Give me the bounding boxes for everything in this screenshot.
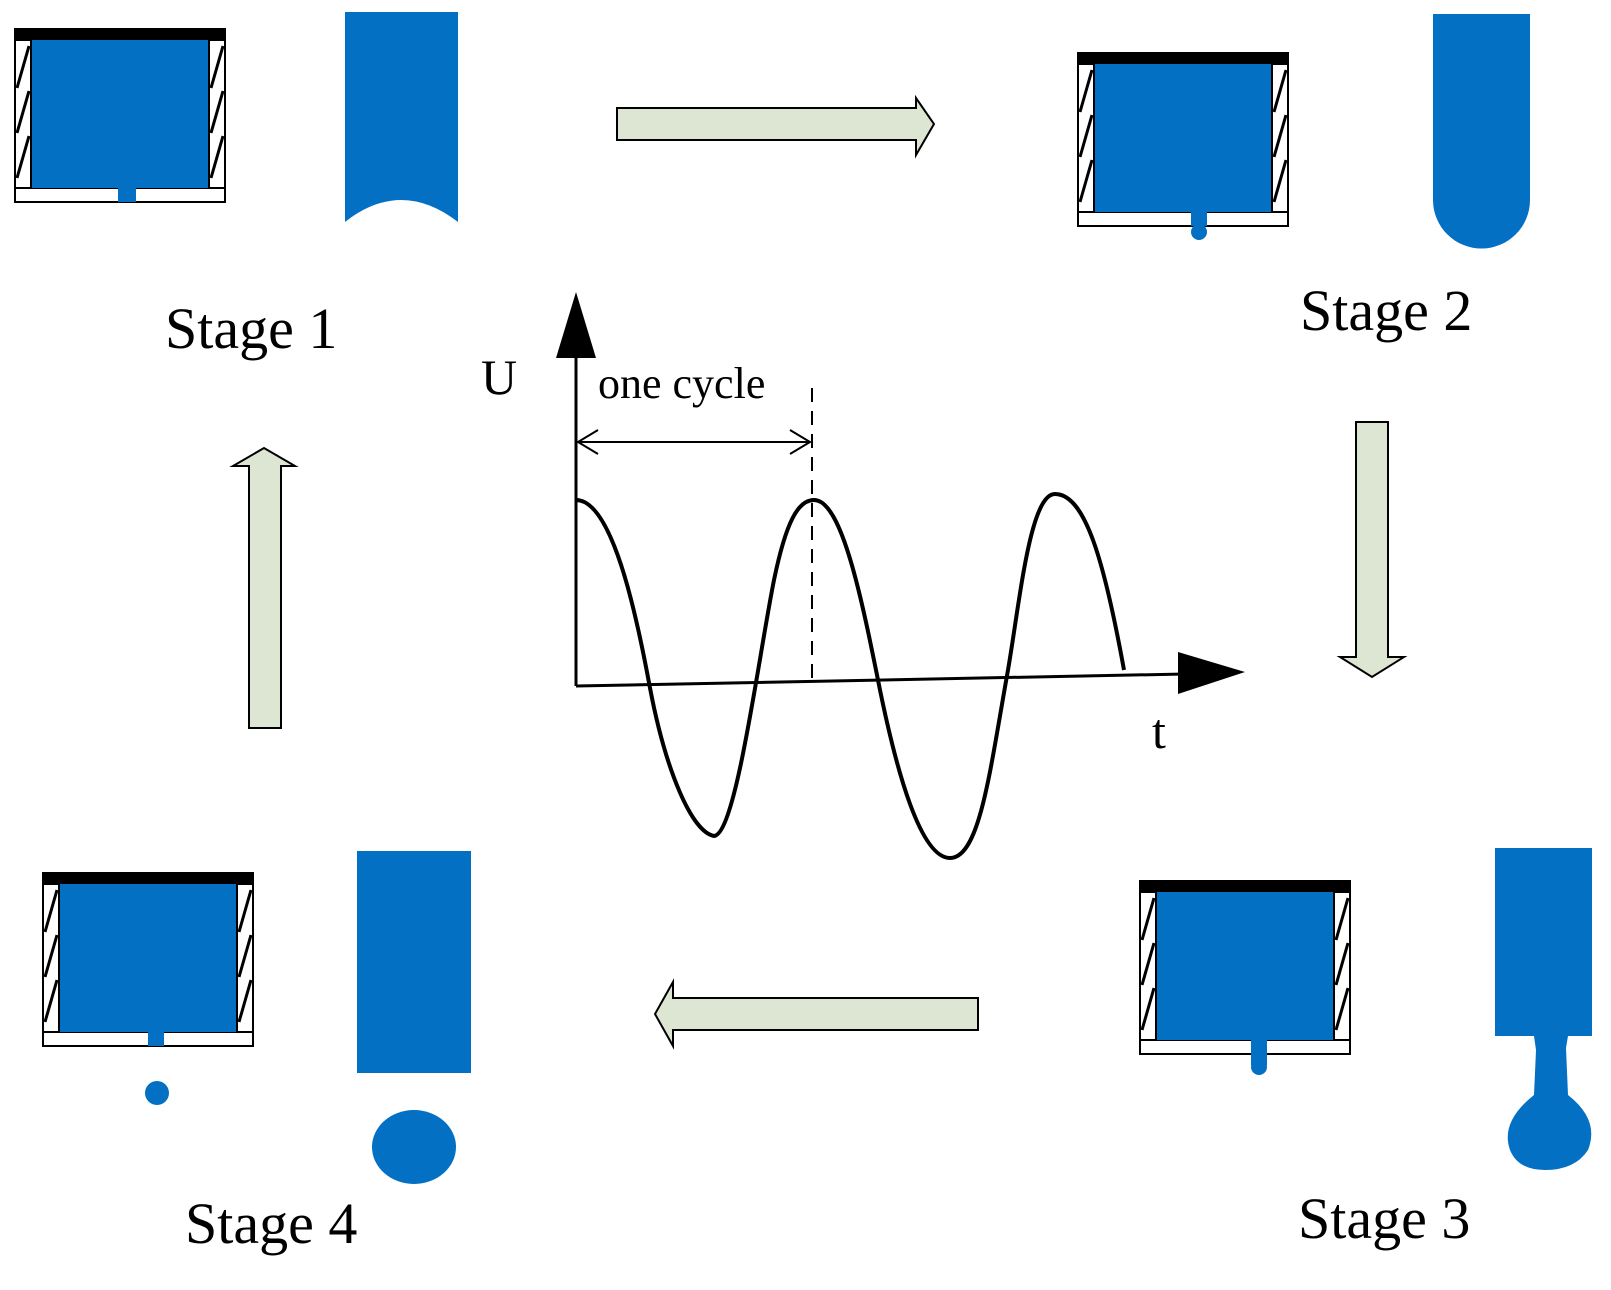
y-axis-label: U [481,349,517,405]
arrow-stage1-to-stage2 [616,94,936,159]
arrow-stage3-to-stage4 [653,978,979,1050]
stage-4-group: Stage 4 [40,851,471,1256]
stage-3-chamber [1137,878,1353,1075]
voltage-waveform [575,491,1126,861]
stage-2-meniscus-tip [1191,224,1207,240]
cycle-dimension-arrow-left [576,429,599,455]
one-cycle-label: one cycle [598,359,765,408]
stage-4-jet [357,851,471,1073]
arrow-stage2-to-stage3 [1336,421,1408,679]
stage-1-jet-retracted [345,12,458,222]
stage-1-meniscus [118,188,136,202]
stage-4-ejected-droplet [372,1110,456,1184]
voltage-waveform-graph: U t one cycle [481,292,1245,861]
stage-2-chamber [1075,50,1291,240]
stage-3-meniscus [1251,1040,1267,1065]
stage-4-meniscus [148,1032,164,1046]
x-axis-arrowhead [1178,652,1245,694]
stage-3-jet-necking [1495,848,1592,1170]
stage-3-group: Stage 3 [1137,848,1592,1251]
stage-2-jet-extended [1433,14,1530,249]
stage-4-label: Stage 4 [185,1191,357,1256]
stage-4-chamber [40,870,256,1048]
stage-1-label: Stage 1 [165,296,337,361]
stage-2-meniscus [1191,212,1207,226]
arrow-stage4-to-stage1 [229,446,299,729]
x-axis [575,672,1186,688]
stage-1-group: Stage 1 [12,12,458,361]
stage-2-label: Stage 2 [1300,278,1472,343]
cycle-dimension-arrow-right [789,429,812,455]
stage-4-small-droplet [145,1081,169,1105]
y-axis-arrowhead [556,292,596,358]
stage-3-label: Stage 3 [1298,1186,1470,1251]
stage-1-chamber [12,26,228,204]
x-axis-label: t [1152,703,1166,759]
stage-3-meniscus-tip [1251,1059,1267,1075]
stage-2-group: Stage 2 [1075,14,1530,343]
